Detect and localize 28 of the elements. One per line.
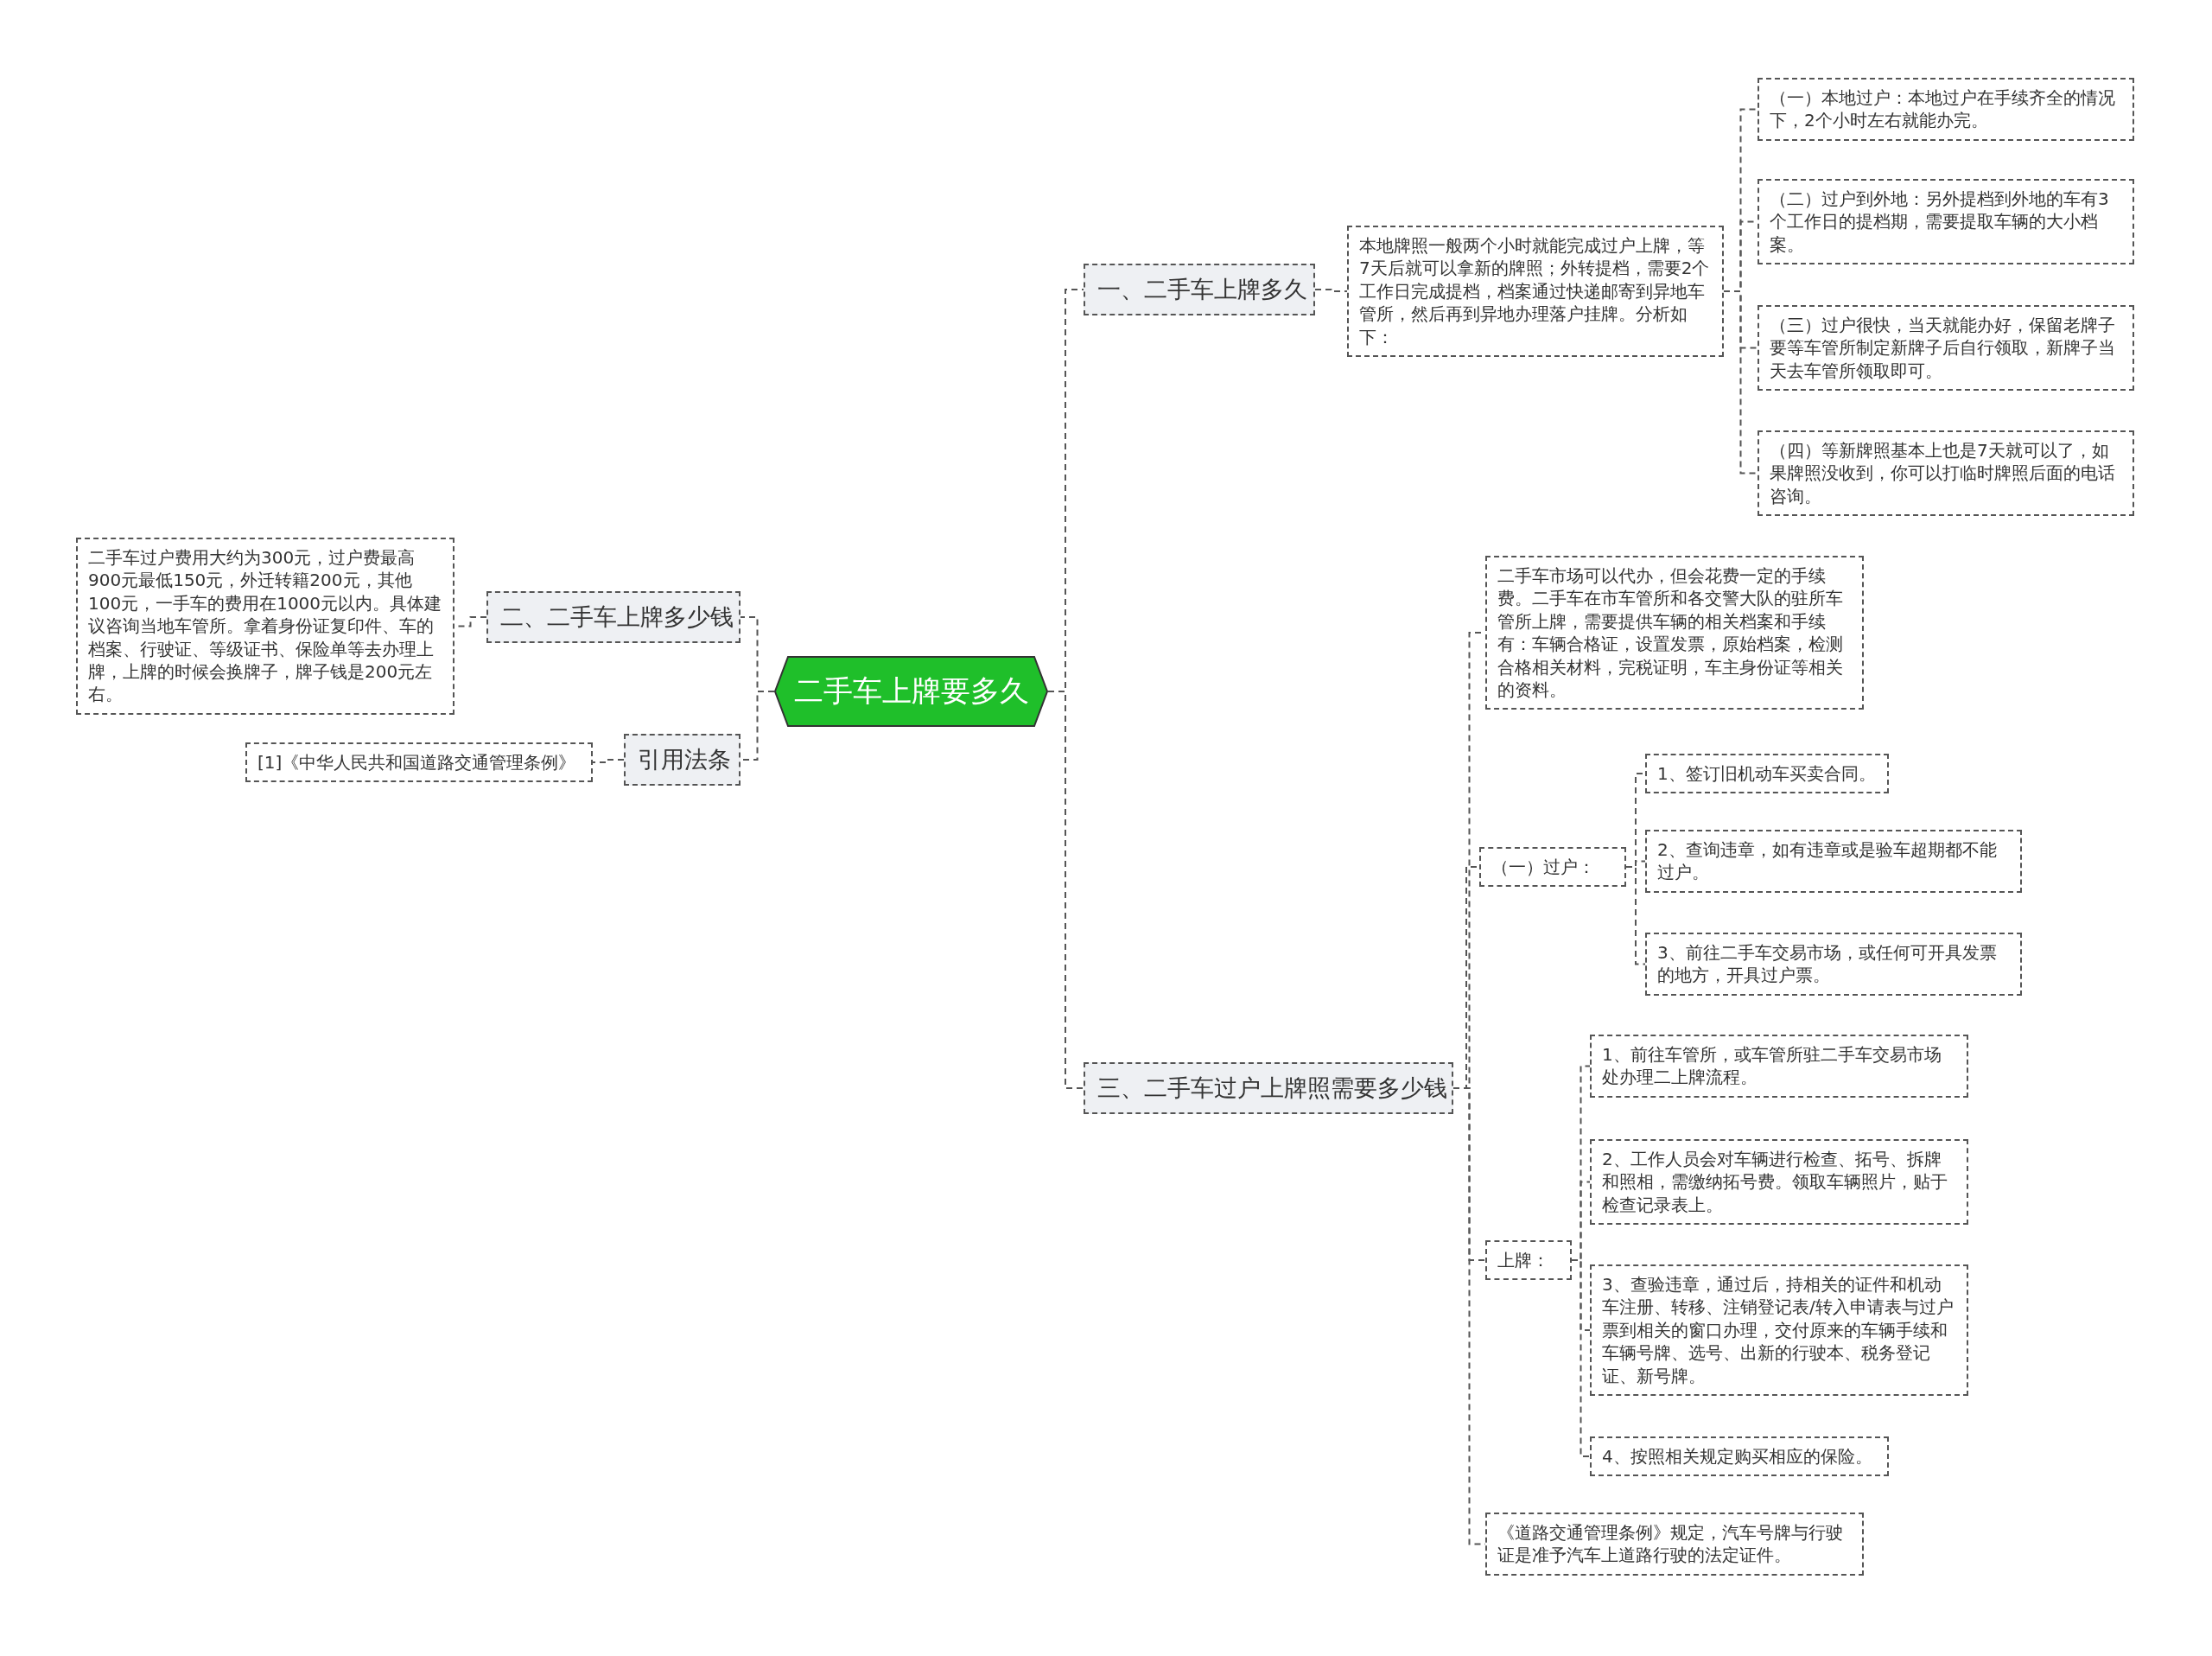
- note-box: （三）过户很快，当天就能办好，保留老牌子要等车管所制定新牌子后自行领取，新牌子当天去车管所领取即可。: [1758, 305, 2134, 392]
- connector-line: [1571, 1259, 1591, 1457]
- connector-line: [1314, 289, 1348, 292]
- note-box: （一）本地过户：本地过户在手续齐全的情况下，2个小时左右就能办完。: [1758, 78, 2134, 141]
- connector-line: [592, 759, 625, 763]
- note-box: 上牌：: [1485, 1240, 1572, 1281]
- note-box: 二手车过户费用大约为300元，过户费最高900元最低150元，外迁转籍200元，其他100元，一手车的费用在1000元以内。具体建议咨询当地车管所。拿着身份证复印件、车的档案、行驶证、等级证书、保险单等去办理上牌，上牌的时候会换牌子，牌子钱是200元左右。: [76, 538, 454, 715]
- topic-box: 引用法条: [624, 734, 741, 786]
- note-box: 《道路交通管理条例》规定，汽车号牌与行驶证是准予汽车上道路行驶的法定证件。: [1485, 1513, 1864, 1576]
- note-box: 1、前往车管所，或车管所驻二手车交易市场处办理二上牌流程。: [1590, 1035, 1968, 1098]
- note-box: 2、查询违章，如有违章或是验车超期都不能过户。: [1645, 830, 2022, 893]
- note-box: 二手车市场可以代办，但会花费一定的手续费。二手车在市车管所和各交警大队的驻所车管所上牌，需要提供车辆的相关档案和手续有：车辆合格证，设置发票，原始档案，检测合格相关材料，完税证明，车主身份证等相关的资料。: [1485, 556, 1864, 710]
- note-box: （二）过户到外地：另外提档到外地的车有3个工作日的提档期，需要提取车辆的大小档案。: [1758, 179, 2134, 265]
- note-box: 3、前往二手车交易市场，或任何可开具发票的地方，开具过户票。: [1645, 933, 2022, 996]
- note-box: 1、签订旧机动车买卖合同。: [1645, 754, 1889, 794]
- connector-line: [1723, 290, 1758, 475]
- note-box: 3、查验违章，通过后，持相关的证件和机动车注册、转移、注销登记表/转入申请表与过户票到相关的窗口办理，交付原来的车辆手续和车辆号牌、选号、出新的行驶本、税务登记证、新号牌。: [1590, 1264, 1968, 1396]
- note-box: 4、按照相关规定购买相应的保险。: [1590, 1436, 1889, 1477]
- note-box: （四）等新牌照基本上也是7天就可以了，如果牌照没收到，你可以打临时牌照后面的电话咨询。: [1758, 430, 2134, 517]
- connector-line: [1625, 866, 1646, 965]
- note-box: [1]《中华人民共和国道路交通管理条例》: [245, 742, 593, 783]
- topic-box: 三、二手车过户上牌照需要多少钱: [1084, 1062, 1453, 1114]
- note-box: 2、工作人员会对车辆进行检查、拓号、拆牌和照相，需缴纳拓号费。领取车辆照片，贴于检查记录表上。: [1590, 1139, 1968, 1226]
- topic-box: 二、二手车上牌多少钱: [486, 591, 741, 643]
- note-box: （一）过户：: [1479, 847, 1626, 888]
- note-box: 本地牌照一般两个小时就能完成过户上牌，等7天后就可以拿新的牌照；外转提档，需要2个工作日完成提档，档案通过快递邮寄到异地车管所，然后再到异地办理落户挂牌。分析如下：: [1347, 226, 1724, 357]
- topic-box: 一、二手车上牌多久: [1084, 264, 1315, 315]
- root-title: 二手车上牌要多久: [793, 672, 1029, 710]
